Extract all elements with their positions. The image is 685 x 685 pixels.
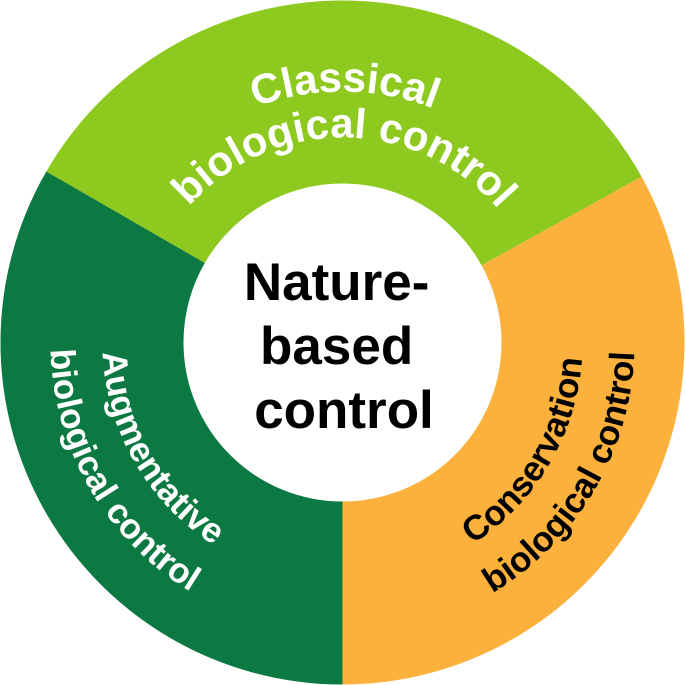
center-title-line1: Nature-	[244, 253, 430, 312]
center-title-line2: based	[260, 317, 413, 376]
center-title-line3: control	[254, 381, 434, 440]
center-title: Nature- based control	[244, 253, 444, 440]
center-circle	[183, 183, 502, 502]
segment-classical	[46, 0, 642, 343]
